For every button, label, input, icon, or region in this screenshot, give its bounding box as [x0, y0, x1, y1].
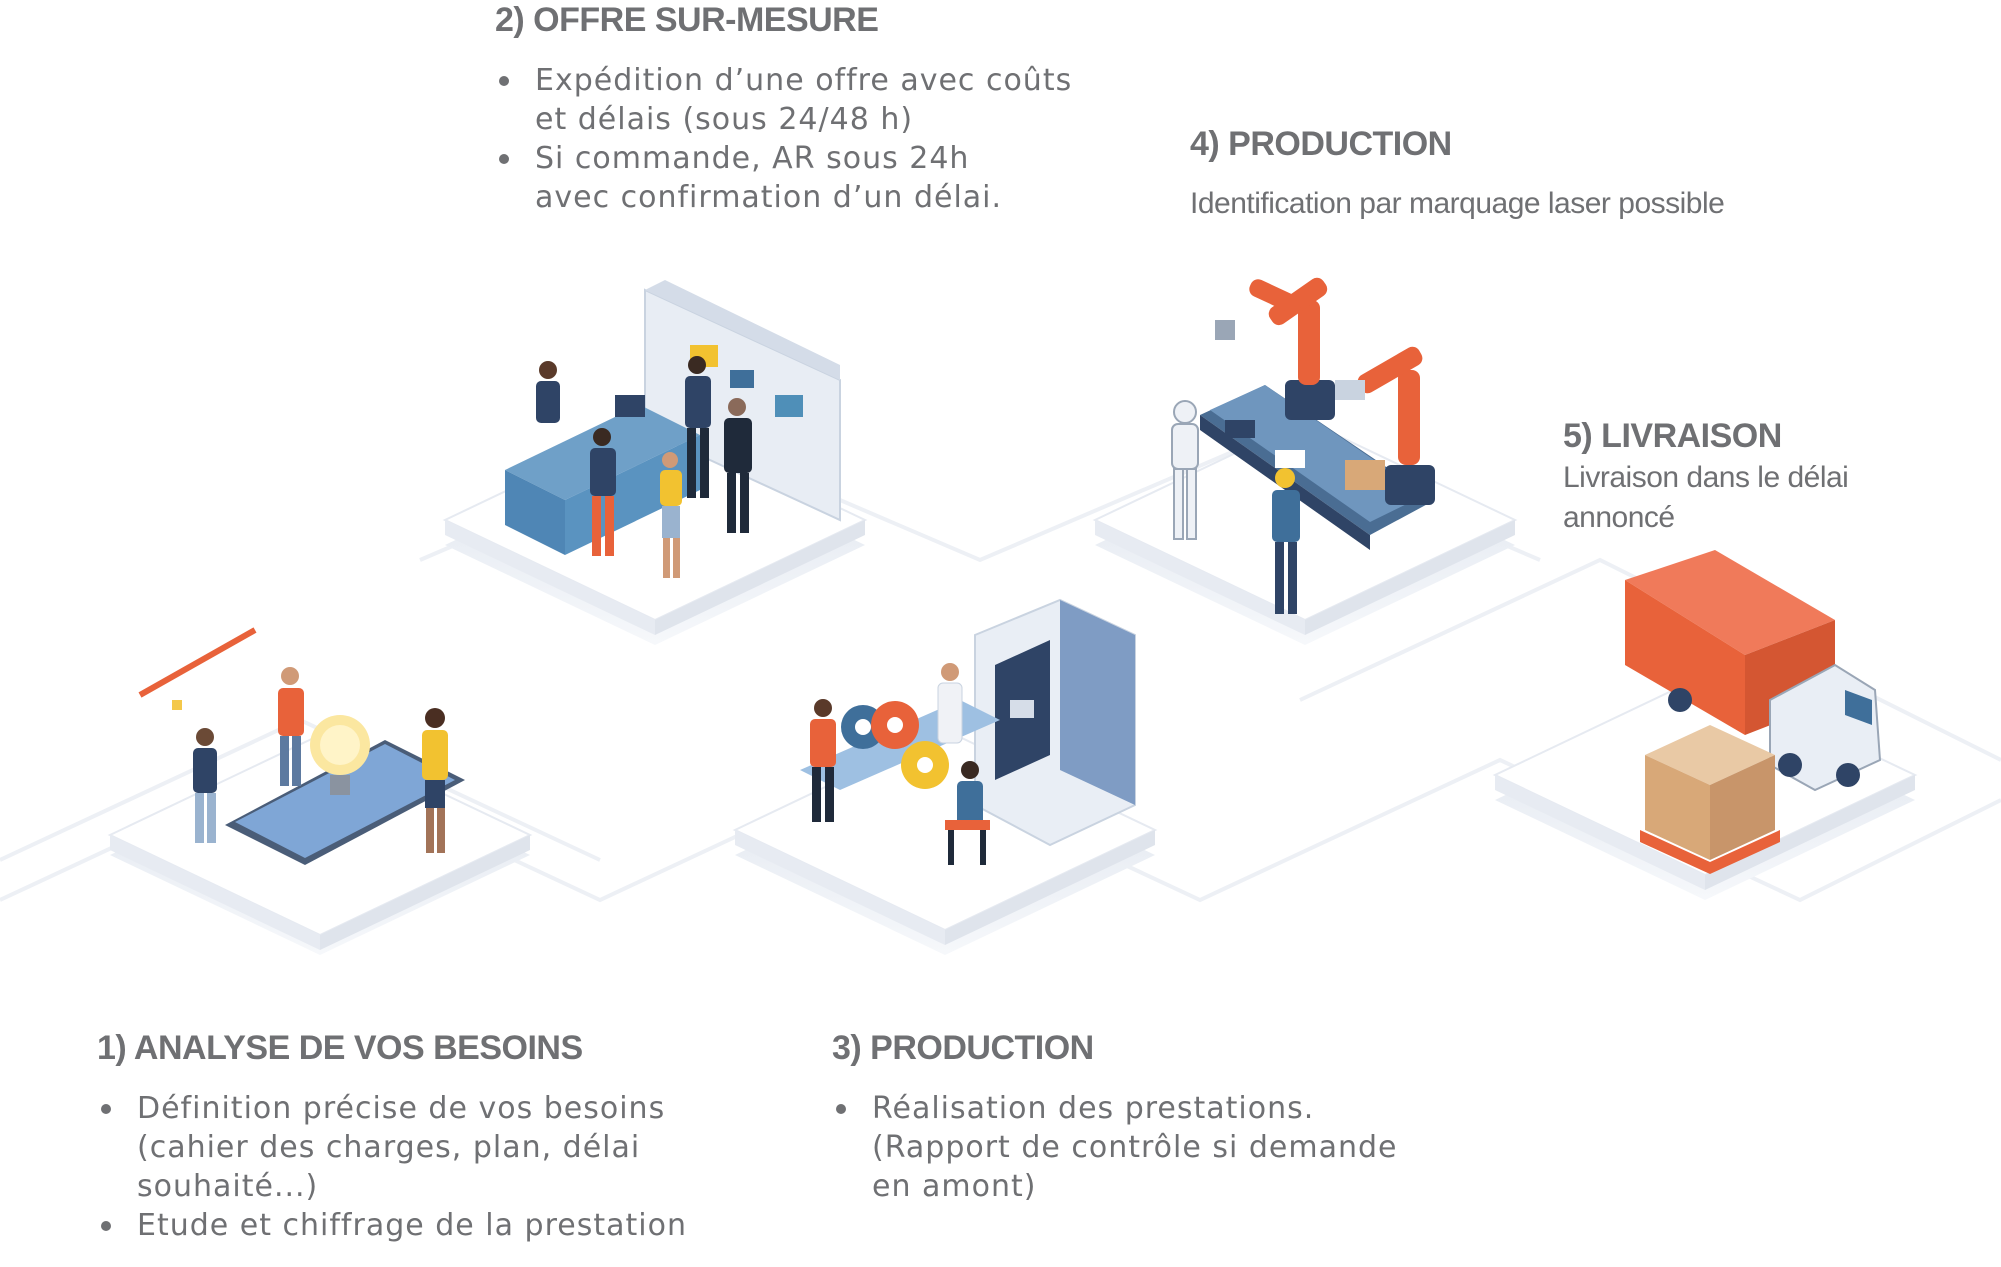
- bullet-item: Etude et chiffrage de la prestation: [97, 1206, 687, 1245]
- step-2-title: 2) OFFRE SUR-MESURE: [495, 1, 879, 39]
- person-2b: [590, 428, 616, 556]
- person-3a: [810, 699, 836, 822]
- bullet-line: en amont): [872, 1169, 1037, 1204]
- bullet-line: (cahier des charges, plan, délai: [137, 1130, 641, 1165]
- bullet-item: Si commande, AR sous 24h avec confirmati…: [495, 139, 1072, 217]
- bullet-line: et délais (sous 24/48 h): [535, 102, 914, 137]
- step-3-bullets: Réalisation des prestations. (Rapport de…: [832, 1089, 1398, 1206]
- step-3-production: 3) PRODUCTION Réalisation des prestation…: [832, 1028, 1398, 1206]
- platform-1-analysis: [107, 627, 533, 955]
- step-4-production: 4) PRODUCTION Identification par marquag…: [1190, 124, 1725, 224]
- step-2-bullets: Expédition d’une offre avec coûts et dél…: [495, 61, 1072, 217]
- bullet-line: Réalisation des prestations.: [872, 1091, 1315, 1126]
- step-4-description: Identification par marquage laser possib…: [1190, 187, 1725, 220]
- person-1b: [278, 667, 304, 786]
- person-4a: [1272, 468, 1300, 614]
- step-1-title: 1) ANALYSE DE VOS BESOINS: [97, 1029, 583, 1067]
- person-2c: [685, 356, 711, 498]
- bullet-item: Définition précise de vos besoins (cahie…: [97, 1089, 687, 1206]
- bullet-line: Si commande, AR sous 24h: [535, 141, 970, 176]
- step-5-title: 5) LIVRAISON: [1563, 417, 1782, 455]
- pallet: [1640, 725, 1780, 874]
- step-4-title: 4) PRODUCTION: [1190, 125, 1452, 163]
- robot-arm-1: [1215, 277, 1335, 420]
- bullet-line: Définition précise de vos besoins: [137, 1091, 666, 1126]
- robot-arm-2: [1335, 346, 1435, 505]
- bullet-line: Expédition d’une offre avec coûts: [535, 63, 1073, 98]
- step-1-analysis: 1) ANALYSE DE VOS BESOINS Définition pré…: [97, 1028, 687, 1245]
- bullet-line: (Rapport de contrôle si demande: [872, 1130, 1398, 1165]
- person-2d: [724, 398, 752, 533]
- step-5-delivery: 5) LIVRAISON Livraison dans le délai ann…: [1563, 416, 1849, 538]
- step-1-bullets: Définition précise de vos besoins (cahie…: [97, 1089, 687, 1245]
- step-3-title: 3) PRODUCTION: [832, 1029, 1094, 1067]
- step-2-offer: 2) OFFRE SUR-MESURE Expédition d’une off…: [495, 0, 1072, 217]
- bullet-line: Etude et chiffrage de la prestation: [137, 1208, 687, 1243]
- step-5-description-line: annoncé: [1563, 501, 1675, 534]
- truck: [1625, 550, 1882, 792]
- person-2a: [536, 361, 560, 423]
- person-1c: [422, 708, 448, 853]
- person-2e: [660, 452, 682, 578]
- step-5-description-line: Livraison dans le délai: [1563, 461, 1849, 494]
- platform-3-production: [732, 598, 1158, 955]
- bullet-line: souhaité...): [137, 1169, 319, 1204]
- bullet-item: Expédition d’une offre avec coûts et dél…: [495, 61, 1072, 139]
- platform-2-offer: [442, 280, 868, 645]
- humanoid-robot: [1171, 400, 1199, 540]
- platform-5-delivery: [1492, 550, 1918, 900]
- person-1a: [193, 728, 217, 843]
- person-3c: [945, 761, 990, 865]
- bullet-item: Réalisation des prestations. (Rapport de…: [832, 1089, 1398, 1206]
- person-3b: [937, 663, 963, 744]
- bullet-line: avec confirmation d’un délai.: [535, 180, 1003, 215]
- platform-4-production: [1092, 277, 1518, 645]
